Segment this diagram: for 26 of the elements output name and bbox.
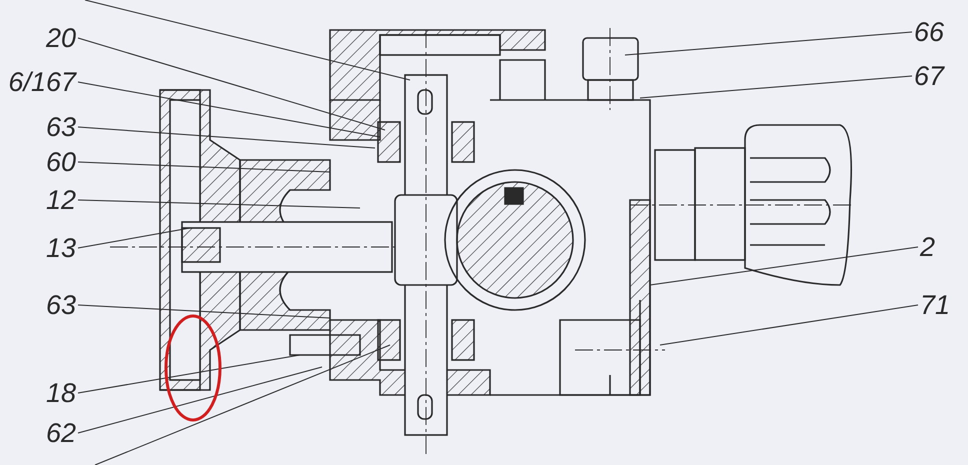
callout-number: 13: [46, 233, 76, 263]
leader-line: [78, 366, 322, 434]
leader-line: [78, 38, 386, 130]
callout-number: 67: [914, 61, 944, 91]
leader-line: [78, 162, 330, 172]
callout-number: 12: [46, 185, 76, 215]
callout-number: 71: [920, 290, 950, 320]
callout-number: 63: [46, 290, 76, 320]
leader-line: [78, 354, 300, 394]
leader-line: [78, 200, 360, 208]
leader-line: [650, 246, 918, 286]
leader-line: [660, 304, 918, 346]
callout-number: 66: [914, 17, 944, 47]
callout-number: 63: [46, 112, 76, 142]
callout-number: 2: [920, 232, 936, 262]
leader-line: [624, 32, 912, 56]
callout-number: 18: [46, 378, 76, 408]
leader-line: [78, 304, 330, 318]
leader-line: [78, 82, 380, 138]
callout-number: 20: [46, 23, 76, 53]
callout-number: 6/167: [8, 67, 76, 97]
leader-line: [78, 228, 190, 248]
leader-line: [78, 126, 376, 148]
callout-number: 62: [46, 418, 76, 448]
leader-line: [640, 76, 912, 98]
callout-number: 60: [46, 147, 76, 177]
